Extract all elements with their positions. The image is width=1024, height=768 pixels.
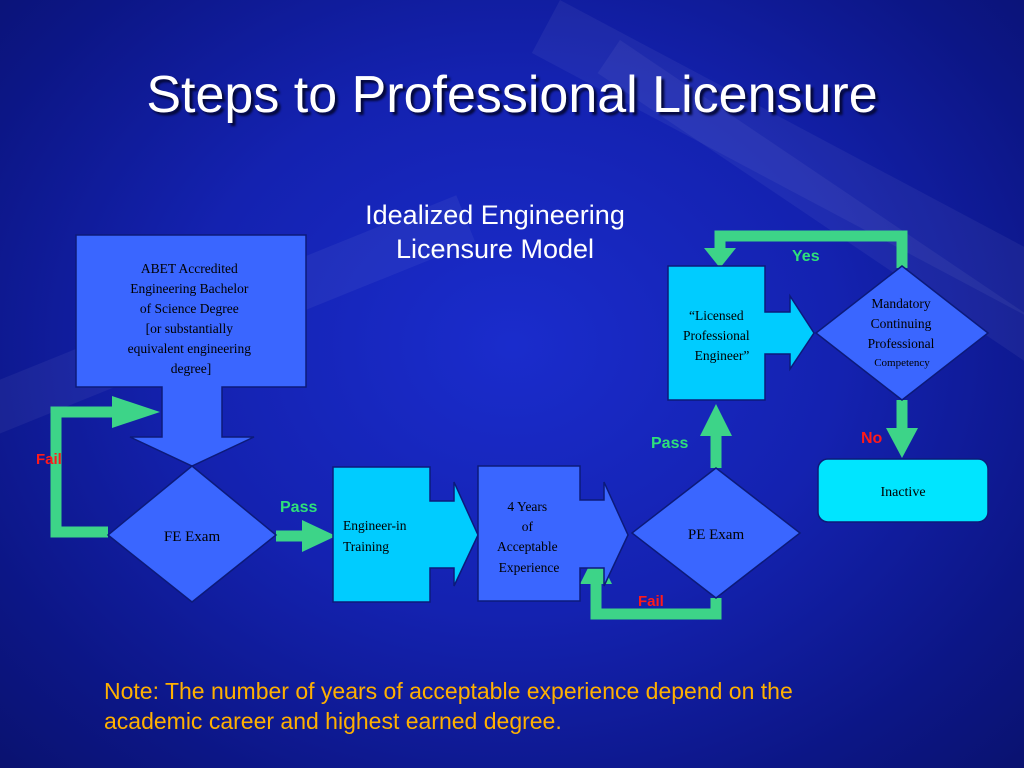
licensed-pe-node: “Licensed Professional Engineer”	[667, 265, 815, 401]
subtitle-line-2: Licensure Model	[395, 234, 595, 264]
eit-text-line-2: Training	[343, 539, 389, 554]
footnote: Note: The number of years of acceptable …	[104, 676, 984, 736]
mcpc-text-line-1: Mandatory	[871, 296, 930, 311]
svg-text:“Licensed Professional: “Licensed Professional Engineer”	[683, 308, 753, 363]
abet-text-line-6: degree]	[171, 361, 211, 376]
abet-degree-node: ABET Accredited Engineering Bachelor of …	[75, 234, 307, 467]
diagram-subtitle: Idealized Engineering Licensure Model	[300, 198, 690, 266]
mcpc-no-label: No	[861, 430, 883, 447]
abet-text-line-5: equivalent engineering	[128, 341, 252, 356]
pe-text-line-2: Professional	[683, 328, 750, 343]
abet-text-line-2: Engineering Bachelor	[130, 281, 249, 296]
mcpc-node: Mandatory Continuing Professional Compet…	[814, 265, 990, 401]
fe-fail-label: Fail	[36, 451, 62, 468]
abet-text-line-4: [or substantially	[146, 321, 234, 336]
pe-exam-node: PE Exam	[630, 467, 802, 599]
svg-text:4 Years of Accepta: 4 Years of Acceptable Experience	[497, 499, 561, 575]
pe-exam-label: PE Exam	[688, 527, 745, 543]
pe-text-line-1: “Licensed	[689, 308, 744, 323]
experience-text-line-4: Experience	[499, 560, 560, 575]
abet-text-line-3: of Science Degree	[140, 301, 239, 316]
eit-text-line-1: Engineer-in	[343, 518, 407, 533]
slide-title: Steps to Professional Licensure	[146, 66, 878, 124]
fe-exam-label: FE Exam	[164, 529, 221, 545]
subtitle-line-1: Idealized Engineering	[365, 200, 625, 230]
pe-pass-label: Pass	[651, 435, 688, 452]
fe-pass-arrow	[276, 520, 336, 552]
footnote-line-1: Note: The number of years of acceptable …	[104, 678, 793, 704]
inactive-label: Inactive	[880, 485, 925, 500]
pe-text-line-3: Engineer”	[695, 348, 750, 363]
experience-text-line-1: 4 Years	[507, 499, 547, 514]
inactive-node: Inactive	[817, 458, 989, 523]
pe-pass-arrow	[700, 404, 732, 468]
mcpc-text-line-3: Professional	[868, 336, 935, 351]
mcpc-text-line-4: Competency	[874, 357, 930, 369]
mcpc-text-line-2: Continuing	[871, 316, 932, 331]
mcpc-yes-label: Yes	[792, 248, 820, 265]
abet-text-line-1: ABET Accredited	[141, 261, 238, 276]
svg-text:Mandatory Continuing: Mandatory Continuing Professional Compet…	[868, 295, 939, 369]
svg-text:ABET Accredited Engineer: ABET Accredited Engineering Bachelor of …	[128, 261, 255, 376]
footnote-line-2: academic career and highest earned degre…	[104, 708, 562, 734]
experience-text-line-3: Acceptable	[497, 539, 558, 554]
fe-fail-loop-arrow	[50, 396, 160, 538]
fe-pass-label: Pass	[280, 499, 317, 516]
experience-text-line-2: of	[522, 519, 534, 534]
pe-fail-label: Fail	[638, 593, 664, 610]
svg-text:Engineer-in Training: Engineer-in Training	[343, 518, 410, 554]
experience-node: 4 Years of Acceptable Experience	[477, 465, 629, 602]
mcpc-yes-loop-arrow	[704, 230, 908, 268]
engineer-in-training-node: Engineer-in Training	[332, 466, 479, 603]
fe-exam-node: FE Exam	[106, 465, 278, 603]
mcpc-no-arrow	[886, 400, 918, 458]
